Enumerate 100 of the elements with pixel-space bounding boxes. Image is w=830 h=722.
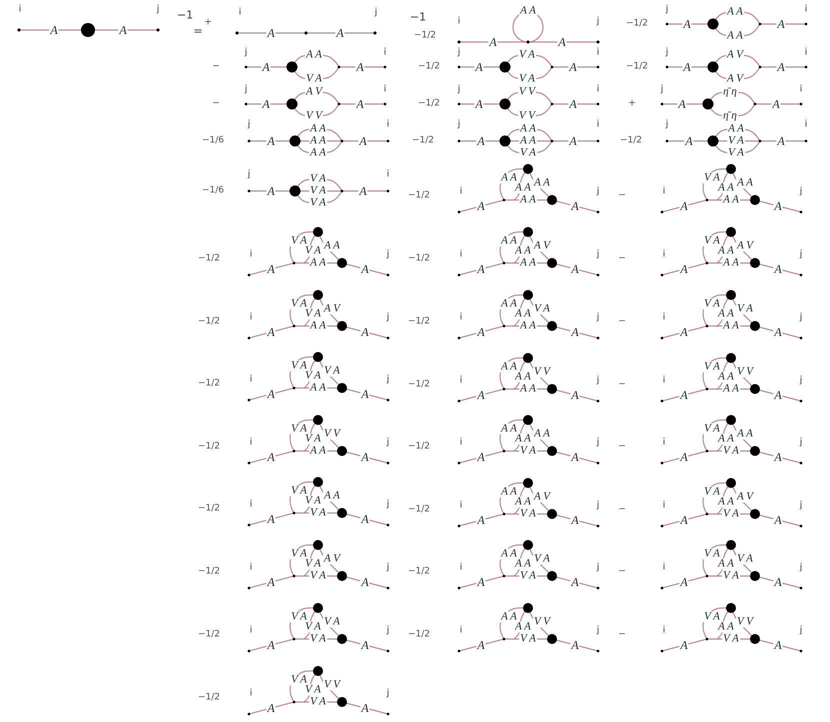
field-pair-label: A A <box>717 308 735 320</box>
field-label: A <box>476 326 486 338</box>
index-label: i <box>384 86 386 94</box>
field-pair-label: V A <box>304 308 322 320</box>
index-label: i <box>460 250 462 260</box>
field-label: A <box>570 451 580 463</box>
field-pair-label: A A <box>519 124 537 134</box>
coefficient: −1/6 <box>202 136 224 146</box>
index-label: j <box>596 188 600 196</box>
coefficient: − <box>618 630 626 640</box>
field-pair-label: V A <box>519 570 537 582</box>
field-pair-label: V A <box>533 304 551 314</box>
field-pair-label: A A <box>722 194 740 206</box>
field-pair-label: A A <box>514 246 532 256</box>
index-label: i <box>662 438 666 448</box>
field-pair-label: A A <box>500 236 518 246</box>
field-pair-label: V A <box>304 684 322 696</box>
coefficient: −1/2 <box>418 100 440 108</box>
coefficient: − <box>618 442 626 452</box>
field-label: A <box>679 639 689 651</box>
field-pair-label: A A <box>309 136 327 146</box>
field-pair-label: A A <box>717 246 735 256</box>
field-label: A <box>679 389 689 401</box>
field-label: A <box>360 451 370 463</box>
field-pair-label: A A <box>722 320 740 332</box>
field-pair-label: V A <box>304 558 322 570</box>
field-label: A <box>570 200 580 212</box>
index-label: j <box>248 170 250 180</box>
index-label: j <box>800 564 802 572</box>
index-label: i <box>596 120 600 130</box>
index-label: i <box>18 6 22 14</box>
index-label: j <box>244 86 248 94</box>
index-label: i <box>460 314 462 322</box>
field-label: A <box>266 185 276 197</box>
field-label: A <box>679 263 689 275</box>
field-pair-label: V A <box>703 172 721 184</box>
field-pair-label: V A <box>736 304 754 314</box>
field-pair-label: η̄ η <box>722 86 738 98</box>
field-pair-label: A V <box>726 74 744 84</box>
field-label: A <box>476 263 486 275</box>
field-pair-label: A A <box>514 182 532 194</box>
field-pair-label: V A <box>722 570 740 582</box>
field-pair-label: A A <box>519 6 537 16</box>
index-label: i <box>460 188 462 196</box>
index-label: j <box>660 86 664 94</box>
field-pair-label: A A <box>519 320 537 332</box>
coefficient: −1/2 <box>412 136 434 146</box>
field-label: A <box>568 61 578 73</box>
index-label: i <box>250 314 252 322</box>
field-pair-label: A A <box>736 428 754 440</box>
field-label: A <box>682 18 692 30</box>
coefficient: − <box>618 506 626 514</box>
coefficient: −1/2 <box>626 20 648 28</box>
field-pair-label: A V <box>323 304 341 314</box>
index-label: i <box>250 250 252 260</box>
field-pair-label: A A <box>717 182 735 194</box>
coefficient: −1/2 <box>198 380 220 388</box>
exponent: −1 <box>176 10 194 20</box>
field-pair-label: V A <box>703 298 721 310</box>
field-label: A <box>570 389 580 401</box>
coefficient: −1/2 <box>414 32 436 40</box>
field-pair-label: V A <box>290 612 308 622</box>
field-pair-label: V A <box>703 548 721 560</box>
field-pair-label: V A <box>323 616 341 628</box>
index-label: j <box>458 120 460 130</box>
field-pair-label: A A <box>323 490 341 502</box>
exponent: −1 <box>410 12 426 22</box>
index-label: i <box>662 250 666 260</box>
field-pair-label: A A <box>726 6 744 18</box>
field-pair-label: A A <box>736 178 754 188</box>
field-label: A <box>684 135 694 147</box>
field-pair-label: A V <box>726 50 744 60</box>
coefficient: −1/2 <box>408 254 430 264</box>
field-pair-label: A V <box>533 240 551 252</box>
field-label: A <box>476 451 486 463</box>
coefficient: −1/2 <box>418 62 440 72</box>
index-label: i <box>250 564 252 572</box>
field-pair-label: V A <box>290 674 308 686</box>
field-label: A <box>266 135 276 147</box>
coefficient: + <box>628 100 636 108</box>
coefficient: −1/2 <box>626 62 648 72</box>
index-label: i <box>800 86 802 94</box>
field-pair-label: A A <box>500 612 518 622</box>
field-pair-label: V A <box>304 246 322 256</box>
field-label: A <box>476 639 486 651</box>
field-pair-label: V A <box>722 508 740 520</box>
index-label: i <box>250 376 252 384</box>
field-label: A <box>773 326 783 338</box>
index-label: i <box>804 6 808 14</box>
coefficient: −1/2 <box>408 506 430 514</box>
field-label: A <box>355 98 365 110</box>
index-label: j <box>800 376 802 386</box>
coefficient: + <box>204 18 212 28</box>
index-label: j <box>386 626 390 636</box>
field-label: A <box>773 639 783 651</box>
field-pair-label: V A <box>309 508 327 518</box>
field-pair-label: V V <box>533 616 551 628</box>
field-label: A <box>773 451 783 463</box>
field-label: A <box>773 576 783 588</box>
field-pair-label: η̄ η <box>722 110 738 122</box>
